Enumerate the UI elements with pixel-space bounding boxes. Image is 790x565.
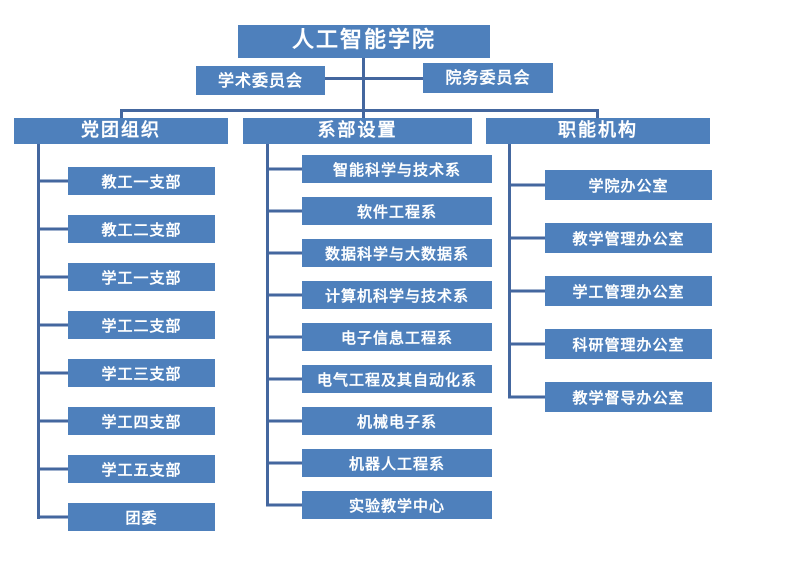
branch-children-party-org: 教工一支部教工二支部学工一支部学工二支部学工三支部学工四支部学工五支部团委	[68, 167, 215, 531]
org-node-root: 人工智能学院	[238, 25, 490, 58]
org-node-child: 学工二支部	[68, 311, 215, 339]
org-node-child: 教学督导办公室	[545, 382, 712, 412]
connector-root-vertical	[362, 58, 365, 119]
org-node-child: 学工一支部	[68, 263, 215, 291]
org-node-child: 学工五支部	[68, 455, 215, 483]
connector-trunk-party	[37, 144, 40, 519]
org-node-child: 学工四支部	[68, 407, 215, 435]
branch-children-offices: 学院办公室教学管理办公室学工管理办公室科研管理办公室教学督导办公室	[545, 170, 712, 412]
org-node-child: 团委	[68, 503, 215, 531]
org-node-child: 教学管理办公室	[545, 223, 712, 253]
connector-committees	[325, 77, 423, 80]
org-node-child: 软件工程系	[302, 197, 492, 225]
org-node-branch-departments: 系部设置	[243, 118, 472, 144]
org-node-council-committee: 院务委员会	[423, 63, 553, 93]
org-node-child: 数据科学与大数据系	[302, 239, 492, 267]
org-node-child: 学院办公室	[545, 170, 712, 200]
org-node-child: 电子信息工程系	[302, 323, 492, 351]
org-node-child: 智能科学与技术系	[302, 155, 492, 183]
org-node-child: 机械电子系	[302, 407, 492, 435]
branch-children-departments: 智能科学与技术系软件工程系数据科学与大数据系计算机科学与技术系电子信息工程系电气…	[302, 155, 492, 519]
connector-branches-horizontal	[120, 109, 599, 112]
org-node-child: 教工二支部	[68, 215, 215, 243]
org-node-child: 计算机科学与技术系	[302, 281, 492, 309]
org-node-branch-offices: 职能机构	[486, 118, 710, 144]
org-node-academic-committee: 学术委员会	[196, 66, 325, 95]
org-node-child: 学工管理办公室	[545, 276, 712, 306]
org-node-child: 科研管理办公室	[545, 329, 712, 359]
org-node-child: 机器人工程系	[302, 449, 492, 477]
connector-trunk-offices	[508, 144, 511, 398]
org-node-child: 电气工程及其自动化系	[302, 365, 492, 393]
org-node-branch-party-org: 党团组织	[14, 118, 228, 144]
connector-branch-left-tick	[120, 109, 123, 119]
org-node-child: 实验教学中心	[302, 491, 492, 519]
org-node-child: 教工一支部	[68, 167, 215, 195]
connector-trunk-departments	[266, 144, 269, 506]
connector-branch-right-tick	[596, 109, 599, 119]
org-node-child: 学工三支部	[68, 359, 215, 387]
